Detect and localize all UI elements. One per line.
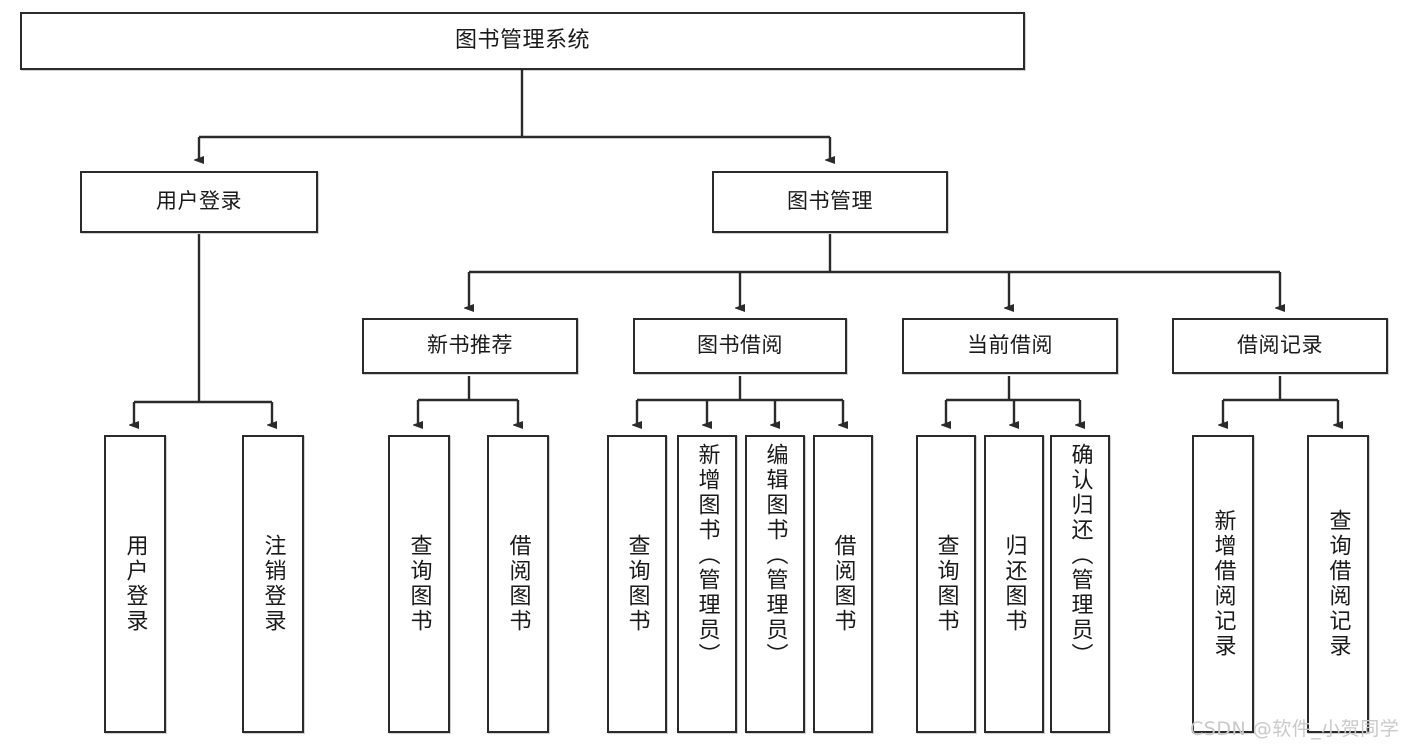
- node-new-book-recommend[interactable]: 新书推荐: [362, 318, 578, 374]
- node-label: 查询借阅记录: [1325, 509, 1351, 659]
- node-label: 当前借阅: [967, 333, 1053, 358]
- node-book-management[interactable]: 图书管理: [712, 171, 948, 233]
- node-user-login[interactable]: 用户登录: [80, 171, 318, 233]
- node-label: 查询图书: [406, 534, 432, 634]
- leaf-user-logout[interactable]: 注销登录: [242, 435, 304, 733]
- leaf-user-login[interactable]: 用户登录: [104, 435, 166, 733]
- node-label: 借阅图书: [830, 534, 856, 634]
- node-label: 用户登录: [156, 189, 242, 214]
- node-label: 图书管理系统: [454, 27, 590, 53]
- node-label: 借阅图书: [505, 534, 531, 634]
- node-label: 新书推荐: [427, 333, 513, 358]
- node-label: 借阅记录: [1237, 333, 1323, 358]
- node-label: 查询图书: [933, 534, 959, 634]
- leaf-borrow-book[interactable]: 借阅图书: [813, 435, 873, 733]
- leaf-query-book-borrow[interactable]: 查询图书: [607, 435, 667, 733]
- node-label: 新增借阅记录: [1210, 509, 1236, 659]
- leaf-add-book-admin[interactable]: 新增图书（管理员）: [677, 435, 737, 733]
- csdn-watermark: CSDN @软件_小贺同学: [1190, 718, 1400, 740]
- leaf-confirm-return-admin[interactable]: 确认归还（管理员）: [1050, 435, 1110, 733]
- leaf-query-borrow-record[interactable]: 查询借阅记录: [1307, 435, 1369, 733]
- node-label: 查询图书: [624, 534, 650, 634]
- leaf-edit-book-admin[interactable]: 编辑图书（管理员）: [745, 435, 805, 733]
- leaf-query-book-current[interactable]: 查询图书: [916, 435, 976, 733]
- node-label: 图书管理: [787, 189, 873, 214]
- node-root-system[interactable]: 图书管理系统: [20, 12, 1025, 70]
- leaf-query-book-recommend[interactable]: 查询图书: [388, 435, 450, 733]
- node-current-borrow[interactable]: 当前借阅: [902, 318, 1118, 374]
- node-borrow-record[interactable]: 借阅记录: [1172, 318, 1388, 374]
- node-label: 归还图书: [1001, 534, 1027, 634]
- leaf-return-book[interactable]: 归还图书: [984, 435, 1044, 733]
- node-label: 新增图书（管理员）: [694, 443, 720, 668]
- node-book-borrow[interactable]: 图书借阅: [633, 318, 847, 374]
- leaf-borrow-book-recommend[interactable]: 借阅图书: [487, 435, 549, 733]
- leaf-add-borrow-record[interactable]: 新增借阅记录: [1192, 435, 1254, 733]
- node-label: 用户登录: [122, 534, 148, 634]
- node-label: 确认归还（管理员）: [1067, 443, 1093, 668]
- node-label: 图书借阅: [697, 333, 783, 358]
- node-label: 编辑图书（管理员）: [762, 443, 788, 668]
- node-label: 注销登录: [260, 534, 286, 634]
